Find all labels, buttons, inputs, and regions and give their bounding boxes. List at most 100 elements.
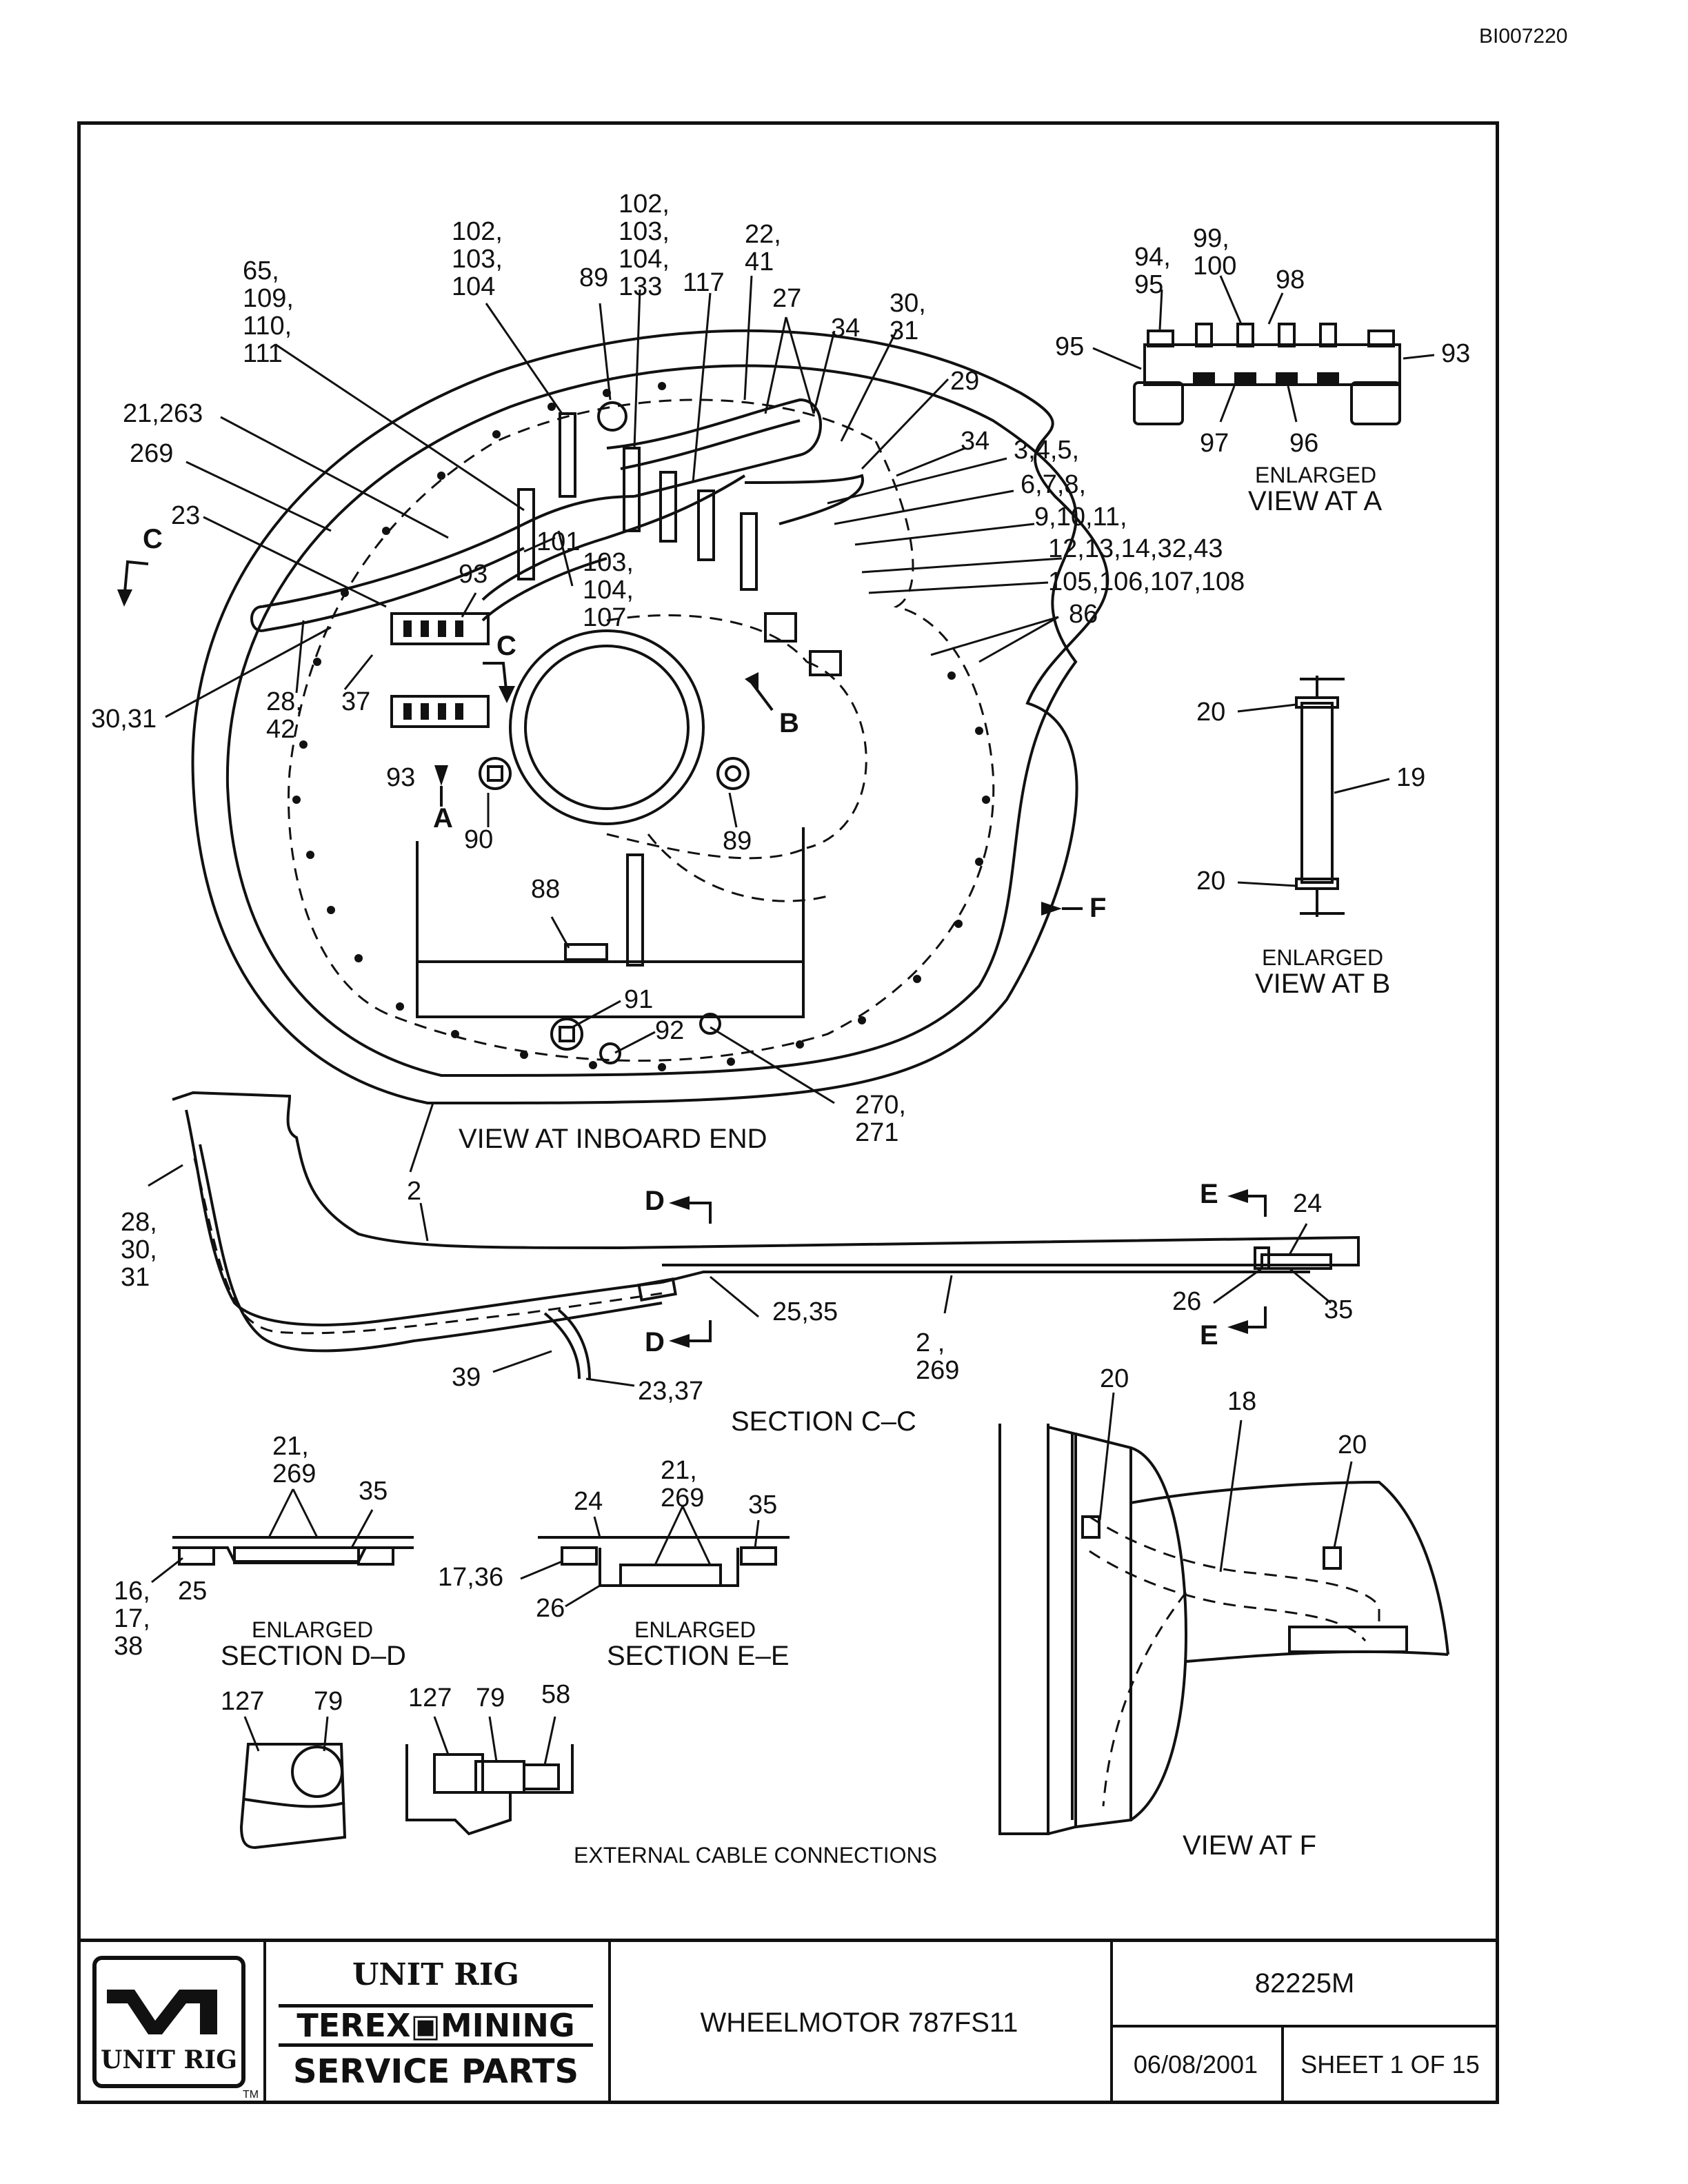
drawing-title: WHEELMOTOR 787FS11 <box>608 1942 1113 2104</box>
callout: 109, <box>243 284 294 313</box>
callout: 19 <box>1396 763 1425 792</box>
callout: 6,7,8, <box>1021 470 1086 499</box>
callout: 79 <box>314 1687 343 1716</box>
callout: 93 <box>459 560 488 589</box>
external-cable-connections <box>239 1716 574 1850</box>
callout: 21,263 <box>123 399 203 428</box>
callout: 104 <box>452 272 495 301</box>
callout: 25,35 <box>772 1297 838 1326</box>
callout: 38 <box>114 1632 143 1661</box>
brand-unit-rig: UNIT RIG <box>352 1957 519 1992</box>
callout: 29 <box>950 367 979 396</box>
caption-section-cc: SECTION C–C <box>731 1406 916 1437</box>
callout: 30,31 <box>91 705 157 734</box>
unit-rig-emblem-icon <box>107 1990 217 2034</box>
title-block: UNIT RIG TM UNIT RIG TEREX▣MINING SERVIC… <box>77 1939 1499 2104</box>
view-at-a <box>1092 275 1435 425</box>
callout: 93 <box>1441 339 1470 368</box>
callout: 3,4,5, <box>1014 436 1079 465</box>
callout: 100 <box>1193 252 1236 281</box>
callout: 89 <box>723 827 752 856</box>
callout: 35 <box>748 1490 777 1519</box>
callout: 94, <box>1134 243 1171 272</box>
caption-dd-2: SECTION D–D <box>221 1641 406 1671</box>
view-captions: VIEW AT INBOARD END ENLARGED VIEW AT A E… <box>221 463 1390 1868</box>
callout: 12,13,14,32,43 <box>1048 534 1223 563</box>
callout: 30, <box>121 1235 157 1264</box>
caption-view-f: VIEW AT F <box>1183 1830 1316 1861</box>
drawing-info: 82225M 06/08/2001 SHEET 1 OF 15 <box>1110 1942 1499 2104</box>
logo-text: UNIT RIG <box>101 2045 237 2074</box>
cut-marker: C <box>143 524 163 554</box>
callout: 102, <box>452 217 503 246</box>
brand-terex-mining: TEREX▣MINING <box>279 2004 593 2047</box>
callout: 39 <box>452 1363 481 1392</box>
callout: 37 <box>341 687 370 716</box>
cut-marker: D <box>645 1327 665 1357</box>
callout: 104, <box>583 576 634 605</box>
callout: 18 <box>1227 1387 1256 1416</box>
caption-view-b-1: ENLARGED <box>1262 945 1383 970</box>
drawing-frame <box>77 121 1499 2104</box>
caption-ee-2: SECTION E–E <box>607 1641 790 1671</box>
callout: 28, <box>121 1208 157 1237</box>
callout: 58 <box>541 1680 570 1709</box>
caption-view-a-1: ENLARGED <box>1255 463 1376 487</box>
callout: 104, <box>619 245 670 274</box>
callout: 269 <box>916 1356 959 1385</box>
callout: 127 <box>221 1687 264 1716</box>
callout: 102, <box>619 190 670 219</box>
view-marker: B <box>779 708 799 738</box>
view-marker: F <box>1089 893 1106 923</box>
inboard-end-view <box>117 275 1109 1173</box>
section-c-c <box>148 1091 1360 1387</box>
callout: 88 <box>531 875 560 904</box>
callout: 79 <box>476 1684 505 1712</box>
callout: 31 <box>890 316 918 345</box>
trademark-mark: TM <box>243 2089 259 2101</box>
callout: 35 <box>1324 1295 1353 1324</box>
callout: 93 <box>386 763 415 792</box>
callout: 41 <box>745 247 774 276</box>
callout: 21, <box>661 1456 697 1485</box>
callout: 97 <box>1200 429 1229 458</box>
callout: 26 <box>536 1594 565 1623</box>
document-id: BI007220 <box>1479 25 1568 48</box>
callout: 86 <box>1069 600 1098 629</box>
callout: 271 <box>855 1118 898 1147</box>
callout: 26 <box>1172 1287 1201 1316</box>
callout: 24 <box>1293 1189 1322 1218</box>
callout: 103, <box>452 245 503 274</box>
callout: 34 <box>831 314 860 343</box>
callout: 22, <box>745 220 781 249</box>
cut-marker: E <box>1200 1320 1218 1351</box>
callout: 17, <box>114 1604 150 1633</box>
callout: 9,10,11, <box>1034 503 1127 532</box>
callout: 31 <box>121 1263 150 1292</box>
callout: 91 <box>624 985 653 1014</box>
callout: 111 <box>243 339 283 368</box>
callout: 42 <box>266 715 295 744</box>
callout: 23,37 <box>638 1377 703 1406</box>
callout: 27 <box>772 284 801 313</box>
callout: 28, <box>266 687 303 716</box>
callout: 133 <box>619 272 662 301</box>
callout: 20 <box>1100 1364 1129 1393</box>
callout: 101 <box>536 527 580 556</box>
caption-view-b-2: VIEW AT B <box>1255 969 1390 999</box>
callout: 20 <box>1338 1430 1367 1459</box>
callout: 2 , <box>916 1328 945 1357</box>
callout: 110, <box>243 312 292 341</box>
callout: 30, <box>890 289 926 318</box>
unit-rig-logo: UNIT RIG <box>92 1956 245 2088</box>
callout: 99, <box>1193 224 1229 253</box>
view-at-f <box>998 1392 1449 1835</box>
brand-cell: UNIT RIG TEREX▣MINING SERVICE PARTS <box>263 1942 611 2104</box>
logo-cell: UNIT RIG TM <box>77 1942 266 2104</box>
callout: 89 <box>579 263 608 292</box>
drawing-number: 82225M <box>1110 1942 1499 2028</box>
callout: 96 <box>1289 429 1318 458</box>
caption-external: EXTERNAL CABLE CONNECTIONS <box>574 1843 937 1868</box>
cut-marker: C <box>496 631 516 661</box>
